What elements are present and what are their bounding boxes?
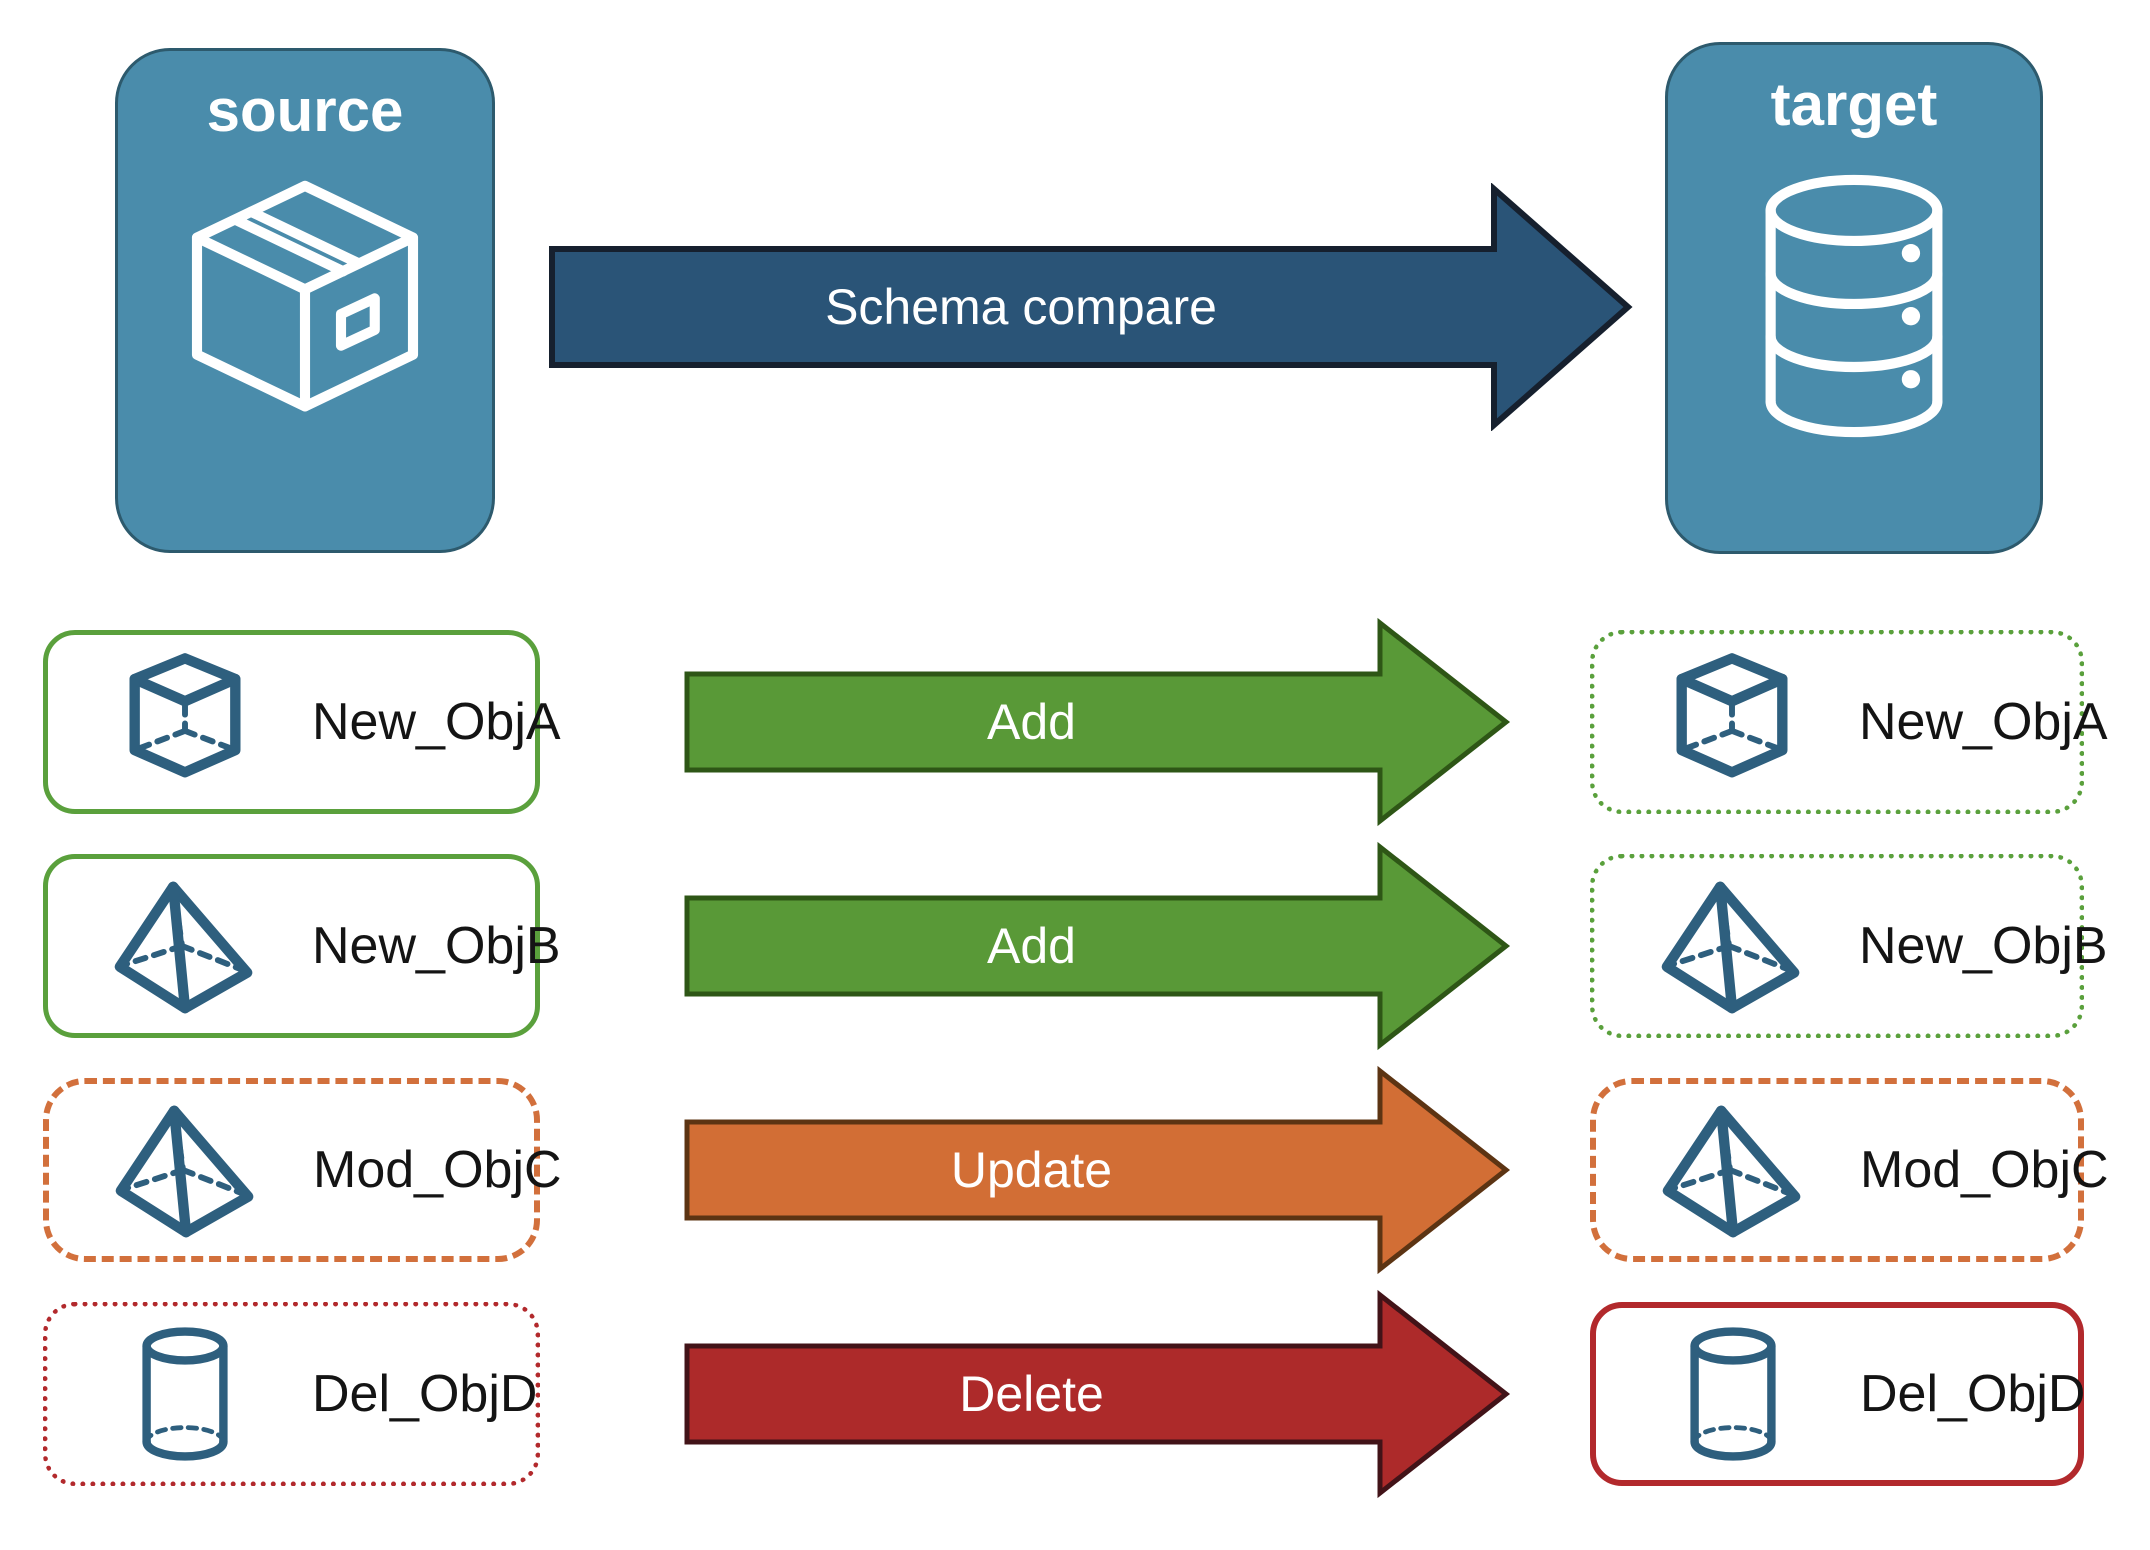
pyramid-icon bbox=[1657, 870, 1807, 1022]
update-arrow-label: Update bbox=[950, 1142, 1113, 1198]
object-label: New_ObjA bbox=[1859, 693, 2108, 751]
source-node: source bbox=[115, 48, 495, 553]
add-arrow-label: Add bbox=[987, 694, 1076, 750]
target-object-new-objb: New_ObjB bbox=[1590, 854, 2108, 1038]
source-object-del-objd: Del_ObjD bbox=[43, 1302, 540, 1486]
target-node: target bbox=[1665, 42, 2043, 554]
cylinder-icon bbox=[1658, 1318, 1808, 1470]
package-box-icon bbox=[170, 163, 440, 445]
delete-arrow bbox=[684, 1289, 1511, 1499]
cube-icon bbox=[110, 646, 260, 798]
object-label: New_ObjB bbox=[1859, 917, 2108, 975]
object-label: Del_ObjD bbox=[1860, 1365, 2086, 1423]
object-label: New_ObjA bbox=[312, 693, 561, 751]
add-arrow-row2 bbox=[684, 841, 1511, 1051]
update-arrow bbox=[684, 1065, 1511, 1275]
add-arrow-label: Add bbox=[987, 918, 1076, 974]
cylinder-icon bbox=[110, 1318, 260, 1470]
source-object-new-objb: New_ObjB bbox=[43, 854, 561, 1038]
target-title: target bbox=[1770, 71, 1938, 138]
cube-icon bbox=[1657, 646, 1807, 798]
target-object-del-objd: Del_ObjD bbox=[1590, 1302, 2086, 1486]
pyramid-icon bbox=[111, 1094, 261, 1246]
pyramid-icon bbox=[110, 870, 260, 1022]
source-object-mod-objc: Mod_ObjC bbox=[43, 1078, 562, 1262]
target-object-new-obja: New_ObjA bbox=[1590, 630, 2108, 814]
object-label: Mod_ObjC bbox=[1860, 1141, 2109, 1199]
target-object-mod-objc: Mod_ObjC bbox=[1590, 1078, 2109, 1262]
source-object-new-obja: New_ObjA bbox=[43, 630, 561, 814]
schema-compare-arrow bbox=[549, 183, 1633, 431]
pyramid-icon bbox=[1658, 1094, 1808, 1246]
source-title: source bbox=[206, 77, 404, 144]
add-arrow-row1 bbox=[684, 617, 1511, 827]
database-icon bbox=[1732, 157, 1976, 453]
object-label: New_ObjB bbox=[312, 917, 561, 975]
object-label: Del_ObjD bbox=[312, 1365, 538, 1423]
schema-compare-arrow-label: Schema compare bbox=[825, 279, 1217, 335]
object-label: Mod_ObjC bbox=[313, 1141, 562, 1199]
delete-arrow-label: Delete bbox=[959, 1366, 1104, 1422]
